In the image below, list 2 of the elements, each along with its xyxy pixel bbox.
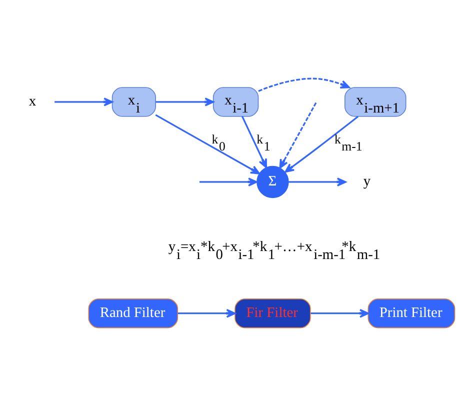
node-text: y <box>363 173 371 190</box>
node-text: x <box>28 92 36 109</box>
